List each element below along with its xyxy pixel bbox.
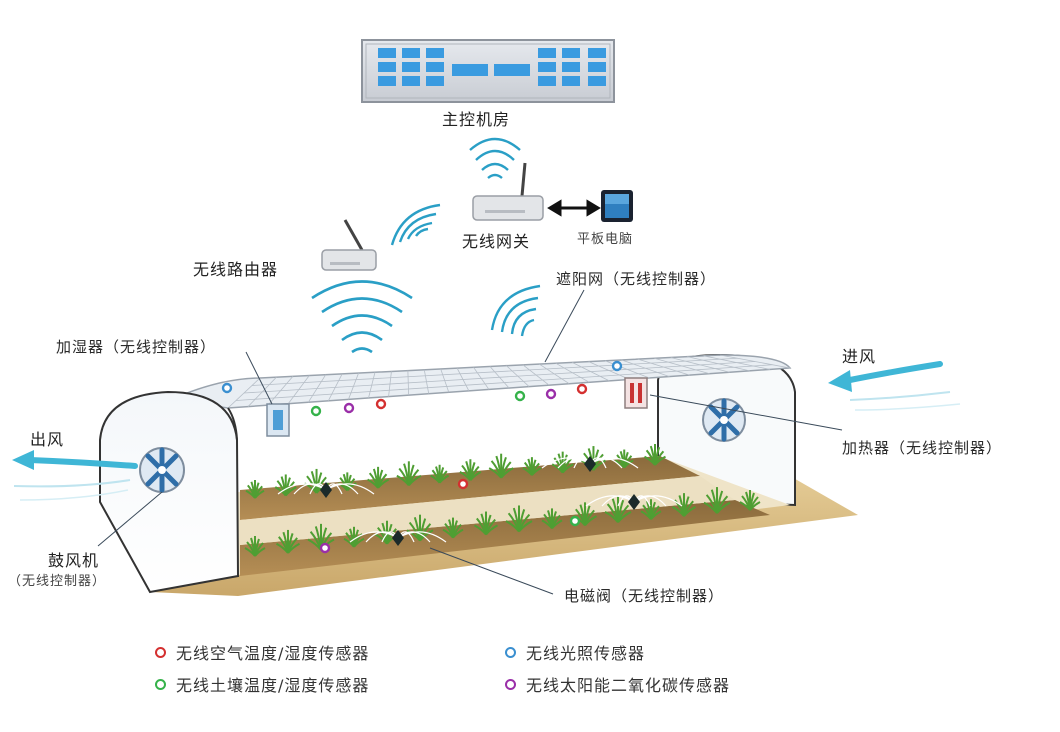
- air-in-label: 进风: [842, 347, 877, 366]
- blower-controller-label: （无线控制器）: [8, 574, 107, 589]
- legend-marker: [505, 646, 516, 658]
- humidifier-device: [266, 403, 290, 437]
- tablet-label: 平板电脑: [577, 232, 634, 247]
- greenhouse-front-edge: [227, 407, 238, 441]
- shade-net-label: 遮阳网（无线控制器）: [556, 270, 717, 288]
- air-in-arrow: [828, 361, 961, 411]
- wireless-gateway-device: [472, 162, 544, 221]
- heater-device: [624, 377, 648, 409]
- double-arrow-icon: [547, 199, 601, 217]
- exhaust-fan-icon: [702, 398, 746, 442]
- callout-lines: [97, 289, 843, 595]
- humidifier-label: 加湿器（无线控制器）: [56, 338, 217, 356]
- blower-fan-icon: [139, 447, 185, 493]
- blower-label: 鼓风机: [48, 551, 100, 570]
- wifi-signal-icon: [490, 284, 541, 337]
- legend-item-air-sensor: 无线空气温度/湿度传感器: [155, 640, 369, 664]
- control-room-label: 主控机房: [442, 110, 511, 129]
- server-panels: [378, 48, 606, 86]
- sensor-dots: [221, 360, 623, 554]
- tablet-icon: [601, 190, 633, 222]
- wireless-router-label: 无线路由器: [193, 260, 279, 279]
- legend-item-light-sensor: 无线光照传感器: [505, 640, 645, 664]
- sprinkler-valves: [320, 456, 640, 546]
- soil-bed-back: [240, 456, 700, 520]
- wifi-signal-icon: [311, 280, 413, 354]
- legend-marker: [155, 678, 166, 690]
- solenoid-valve-label: 电磁阀（无线控制器）: [564, 587, 725, 605]
- legend-marker: [505, 678, 516, 690]
- air-out-arrow: [12, 450, 138, 501]
- legend-item-co2-sensor: 无线太阳能二氧化碳传感器: [505, 672, 730, 696]
- air-out-label: 出风: [30, 430, 65, 449]
- control-room-server: [361, 39, 615, 103]
- heater-label: 加热器（无线控制器）: [842, 439, 1003, 457]
- legend-text: 无线光照传感器: [526, 644, 646, 663]
- legend-marker: [155, 646, 166, 658]
- wifi-signal-icon: [469, 137, 521, 179]
- wireless-gateway-label: 无线网关: [462, 232, 531, 251]
- shade-net-grid: [227, 354, 791, 409]
- legend-text: 无线土壤温度/湿度传感器: [176, 676, 370, 695]
- wireless-router-device: [321, 219, 377, 271]
- wifi-signal-icon: [390, 203, 441, 246]
- legend-item-soil-sensor: 无线土壤温度/湿度传感器: [155, 672, 369, 696]
- walkway: [240, 476, 735, 545]
- soil-bed-front: [240, 500, 770, 576]
- legend-text: 无线太阳能二氧化碳传感器: [526, 676, 731, 695]
- legend-text: 无线空气温度/湿度传感器: [176, 644, 370, 663]
